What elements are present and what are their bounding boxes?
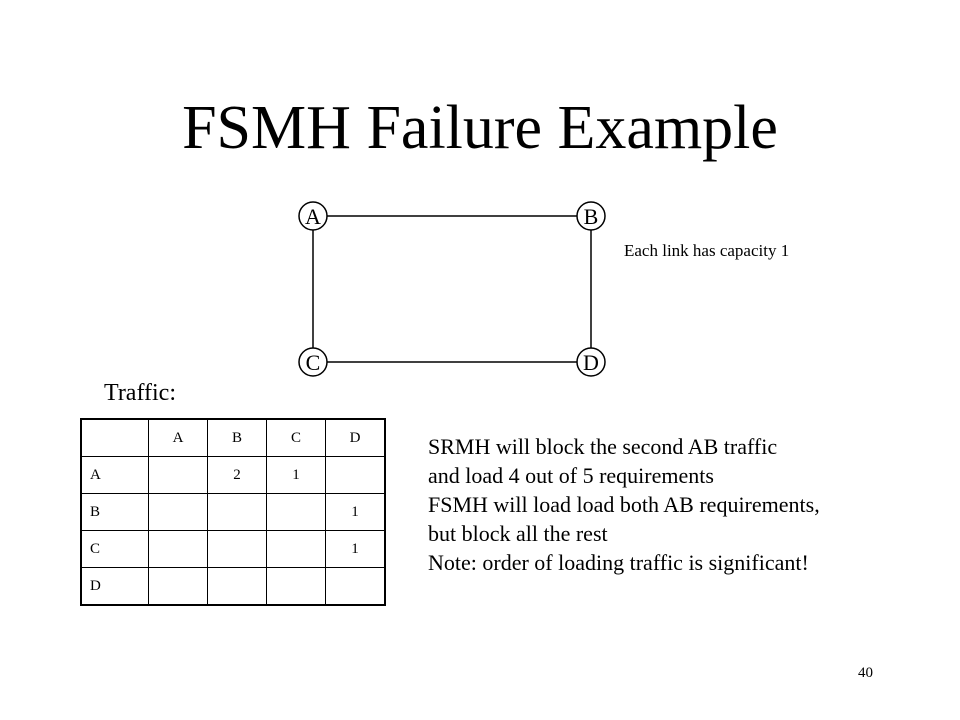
table-cell [207,493,267,531]
row-header: A [80,456,149,494]
graph-nodes: A B C D [298,201,606,377]
node-label: D [583,350,599,375]
explanation-text: SRMH will block the second AB traffic and… [428,432,948,577]
node-label: A [305,204,321,229]
column-header: A [148,418,208,457]
table-cell: 1 [266,456,326,494]
node-circle [298,201,328,231]
row-header: B [80,493,149,531]
explanation-line: SRMH will block the second AB traffic [428,434,778,459]
traffic-label: Traffic: [104,380,176,406]
explanation-line: and load 4 out of 5 requirements [428,463,714,488]
table-cell [325,456,386,494]
table-cell [148,456,208,494]
table-cell: 1 [325,493,386,531]
row-header: D [80,567,149,606]
page-number: 40 [858,665,873,681]
table-cell [325,567,386,606]
table-cell [266,567,326,606]
node-a: A [298,201,328,231]
explanation-line: FSMH will load load both AB requirements… [428,492,820,517]
node-label: B [584,204,599,229]
capacity-note: Each link has capacity 1 [624,241,790,260]
node-circle [576,347,606,377]
table-cell [266,530,326,568]
table-cell: 1 [325,530,386,568]
node-label: C [306,350,321,375]
slide-title: FSMH Failure Example [182,94,778,162]
column-header [80,418,149,457]
node-b: B [576,201,606,231]
column-header: B [207,418,267,457]
graph-edges [312,215,592,363]
explanation-line: but block all the rest [428,521,608,546]
node-circle [576,201,606,231]
node-d: D [576,347,606,377]
table-cell [207,567,267,606]
table-cell [148,567,208,606]
row-header: C [80,530,149,568]
table-row: D [80,567,386,606]
column-header: D [325,418,386,457]
node-c: C [298,347,328,377]
table-cell [148,530,208,568]
table-cell [148,493,208,531]
explanation-line: Note: order of loading traffic is signif… [428,550,809,575]
table-cell: 2 [207,456,267,494]
table-cell [207,530,267,568]
node-circle [298,347,328,377]
column-header: C [266,418,326,457]
table-cell [266,493,326,531]
